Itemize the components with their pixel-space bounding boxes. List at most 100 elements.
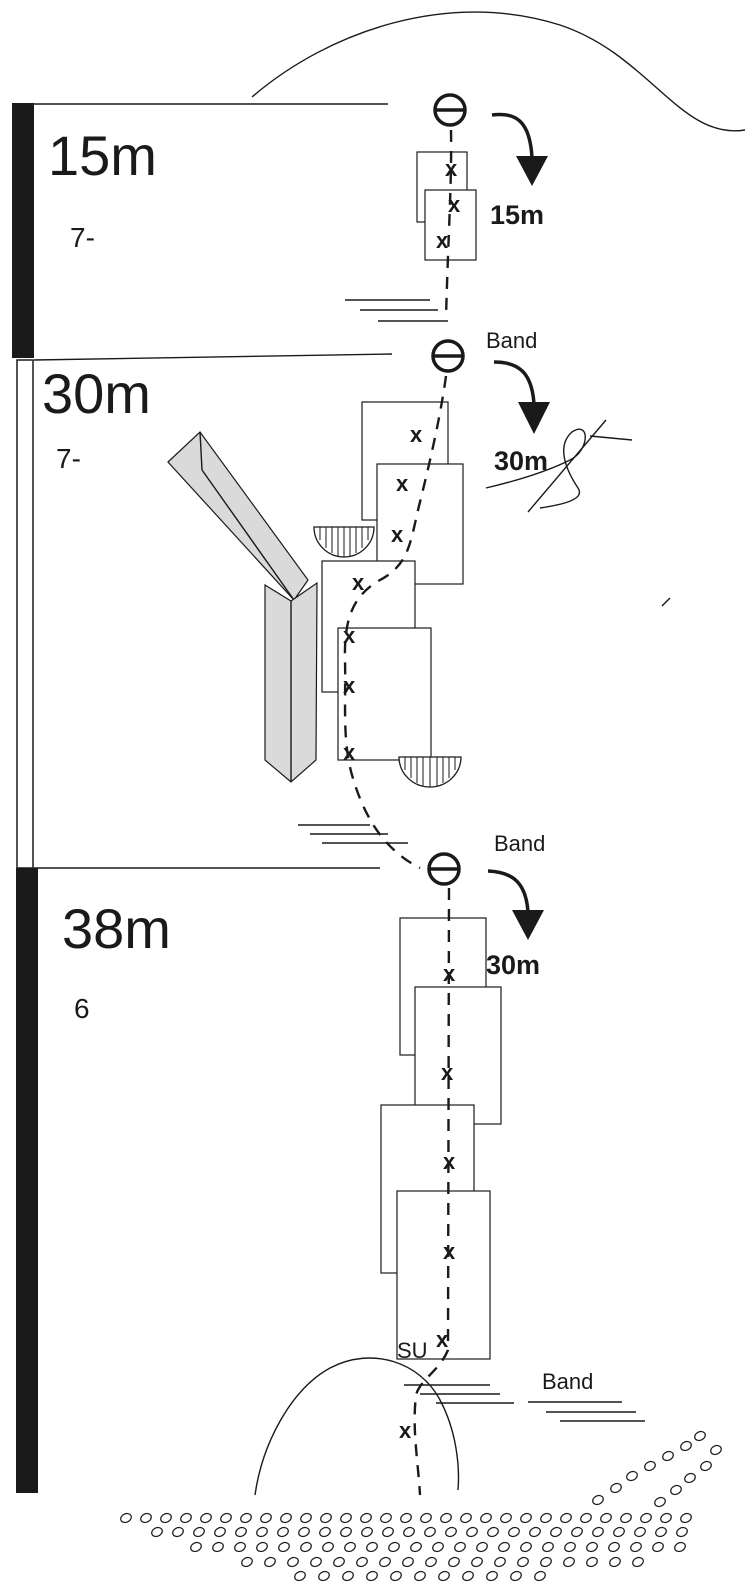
scree-stone [180, 1512, 192, 1524]
scree-stone [438, 1570, 450, 1582]
scree-stone [563, 1556, 575, 1568]
scree-stone [592, 1526, 604, 1538]
scree-stone [366, 1570, 378, 1582]
scree-stone [498, 1541, 510, 1553]
bolt-marker: x [391, 522, 404, 547]
scree-stone [380, 1512, 392, 1524]
rock-slab [337, 627, 432, 761]
scree-stone [694, 1430, 706, 1442]
scree-stone [414, 1570, 426, 1582]
scree-stone [476, 1541, 488, 1553]
section-1-grade: 7- [70, 222, 95, 253]
scree-stone [193, 1526, 205, 1538]
scree-stone [542, 1541, 554, 1553]
scree-stone [382, 1526, 394, 1538]
scree-stone [320, 1512, 332, 1524]
route-line [343, 375, 448, 870]
scree-stone [440, 1512, 452, 1524]
bottom-band-label: Band [542, 1369, 593, 1394]
scree-stone [277, 1526, 289, 1538]
rock-slab [414, 986, 502, 1125]
scree-stone [609, 1556, 621, 1568]
scree-stone [520, 1512, 532, 1524]
scree-stone [322, 1541, 334, 1553]
scree-stone [318, 1570, 330, 1582]
scree-stone [626, 1470, 638, 1482]
scree-stone [360, 1512, 372, 1524]
scree-stone [517, 1556, 529, 1568]
bolt-marker: x [443, 1149, 456, 1174]
scree-stone [632, 1556, 644, 1568]
bolt-marker: x [448, 192, 461, 217]
bolt-marker: x [396, 471, 409, 496]
bolt-marker: x [443, 961, 456, 986]
scree-stone [390, 1570, 402, 1582]
scree-stone [630, 1541, 642, 1553]
scree-stone [424, 1526, 436, 1538]
abseil-1-length: 15m [490, 200, 544, 230]
scree-stone [260, 1512, 272, 1524]
scree-stone [486, 1570, 498, 1582]
scree-stone [140, 1512, 152, 1524]
section-3-length: 38m [62, 897, 171, 960]
scree-stone [608, 1541, 620, 1553]
scree-stone [190, 1541, 202, 1553]
scree-stone [344, 1541, 356, 1553]
route-line [413, 887, 451, 1496]
abseil-arrow-icon [493, 360, 550, 434]
scree-stone [710, 1444, 722, 1456]
bolt-marker: x [436, 228, 449, 253]
scree-stone [278, 1541, 290, 1553]
scree-stone [256, 1541, 268, 1553]
scree-stone [298, 1526, 310, 1538]
section-2-length: 30m [42, 362, 151, 425]
scree-stone [235, 1526, 247, 1538]
ledge-lines [404, 1384, 514, 1404]
scree-stone [379, 1556, 391, 1568]
bolt-marker: x [445, 156, 458, 181]
scree-stone [462, 1570, 474, 1582]
abseil-anchor-icon [433, 93, 467, 127]
band-lines [528, 1401, 645, 1422]
scree-stone [480, 1512, 492, 1524]
scree-stone [571, 1526, 583, 1538]
scree-stone [454, 1541, 466, 1553]
scale-bar-pitch-1 [12, 103, 34, 358]
scree-stone [241, 1556, 253, 1568]
scree-stone [674, 1541, 686, 1553]
abseil-anchor-icon [427, 852, 461, 886]
scree-stone [500, 1512, 512, 1524]
scree-stone [420, 1512, 432, 1524]
scree-stone [592, 1494, 604, 1506]
scree-stone [287, 1556, 299, 1568]
scree-stone [700, 1460, 712, 1472]
scree-stone [680, 1440, 692, 1452]
scree-stone [610, 1482, 622, 1494]
scale-bar-pitch-2 [16, 359, 34, 869]
bolt-marker: x [436, 1327, 449, 1352]
abseil-2-band-label: Band [486, 328, 537, 353]
scree-stone [445, 1526, 457, 1538]
scree-stone [361, 1526, 373, 1538]
start-label: SU [397, 1338, 428, 1363]
scree-stone [310, 1556, 322, 1568]
scree-stone [634, 1526, 646, 1538]
scree-stones [120, 1430, 722, 1582]
scale-bar-pitch-3 [16, 868, 38, 1493]
rope-coil-sketch [485, 419, 671, 607]
scree-stone [466, 1526, 478, 1538]
scree-stone [432, 1541, 444, 1553]
scree-stone [356, 1556, 368, 1568]
scree-stone [234, 1541, 246, 1553]
scree-stone [410, 1541, 422, 1553]
summit-outline [251, 11, 746, 132]
section-1-length: 15m [48, 124, 157, 187]
scree-stone [564, 1541, 576, 1553]
scree-stone [550, 1526, 562, 1538]
scree-stone [510, 1570, 522, 1582]
scree-stone [586, 1556, 598, 1568]
bolt-marker: x [343, 740, 356, 765]
scree-stone [294, 1570, 306, 1582]
scree-stone [487, 1526, 499, 1538]
